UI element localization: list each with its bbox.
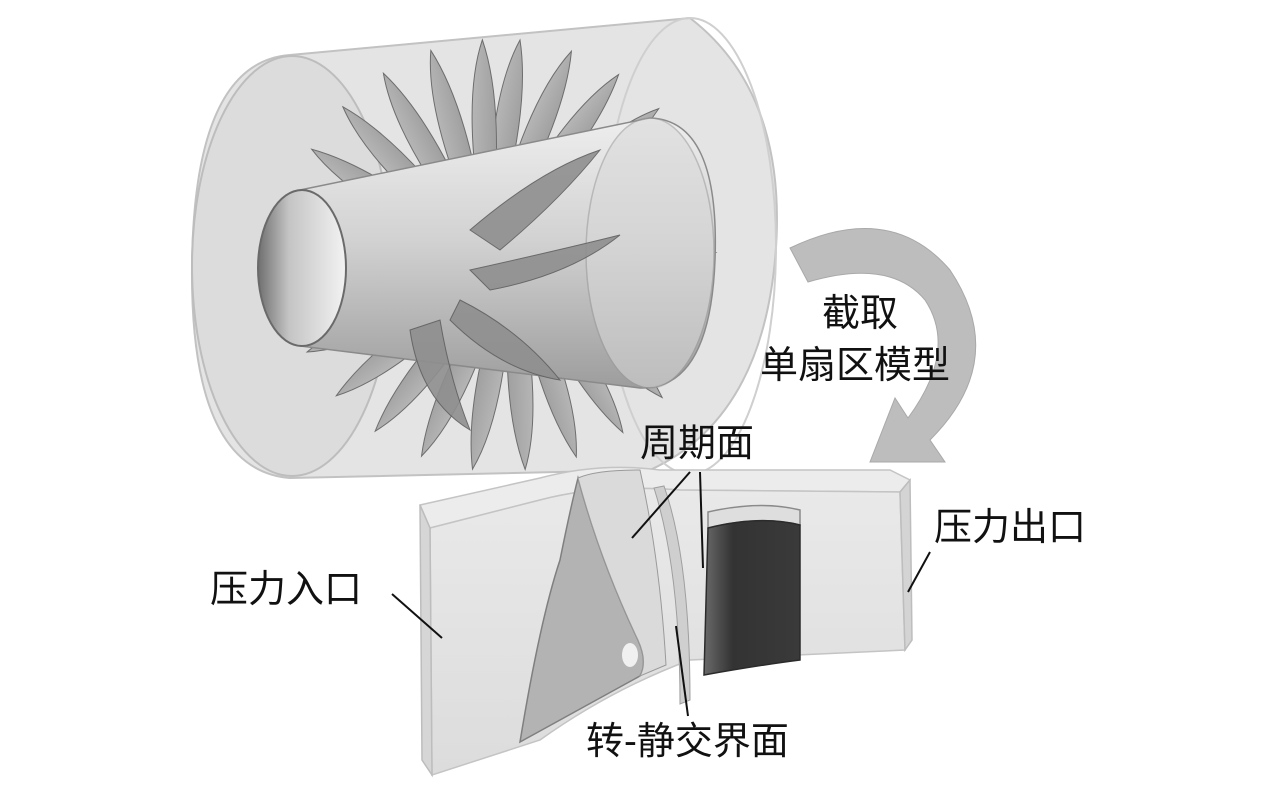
leader-inlet <box>391 593 443 639</box>
cut-arrow <box>789 228 977 463</box>
blade-highlight <box>622 643 638 667</box>
hub-back-face <box>585 117 715 389</box>
label-pressure-outlet: 压力出口 <box>934 505 1087 549</box>
rotor-stator-interface <box>653 485 691 705</box>
leader-interface <box>675 625 689 717</box>
rotor-front-blades <box>409 148 621 432</box>
full-fan-model <box>190 16 778 480</box>
sector-inlet-face <box>419 504 433 778</box>
sector-blade-suction-side <box>577 469 667 678</box>
sector-outlet-face <box>899 477 913 653</box>
leader-lines <box>391 471 931 717</box>
label-cut: 截取 <box>822 291 899 335</box>
hub-front-opening <box>257 189 347 347</box>
stator-vane <box>703 519 801 676</box>
label-rotor-stator-interface: 转-静交界面 <box>586 719 789 763</box>
label-periodic-surface: 周期面 <box>640 421 755 465</box>
leader-periodic-1 <box>631 471 691 539</box>
sector-model <box>418 466 913 778</box>
label-pressure-inlet: 压力入口 <box>210 567 363 611</box>
leader-outlet <box>907 551 931 593</box>
label-single-sector-model: 单扇区模型 <box>760 343 951 387</box>
leader-periodic-2 <box>699 471 704 569</box>
